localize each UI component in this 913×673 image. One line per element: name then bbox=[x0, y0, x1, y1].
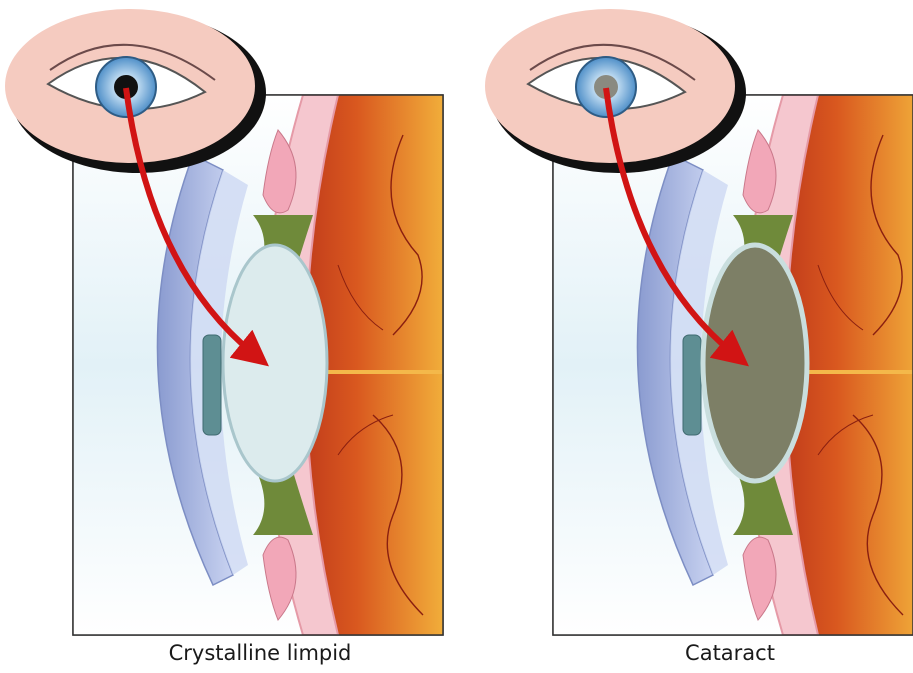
clear-lens bbox=[223, 245, 327, 481]
panel-right bbox=[485, 9, 913, 635]
caption-clear-lens: Crystalline limpid bbox=[80, 638, 440, 668]
caption-cataract: Cataract bbox=[560, 638, 900, 668]
cloudy-lens bbox=[703, 245, 807, 481]
panel-left bbox=[5, 9, 443, 635]
